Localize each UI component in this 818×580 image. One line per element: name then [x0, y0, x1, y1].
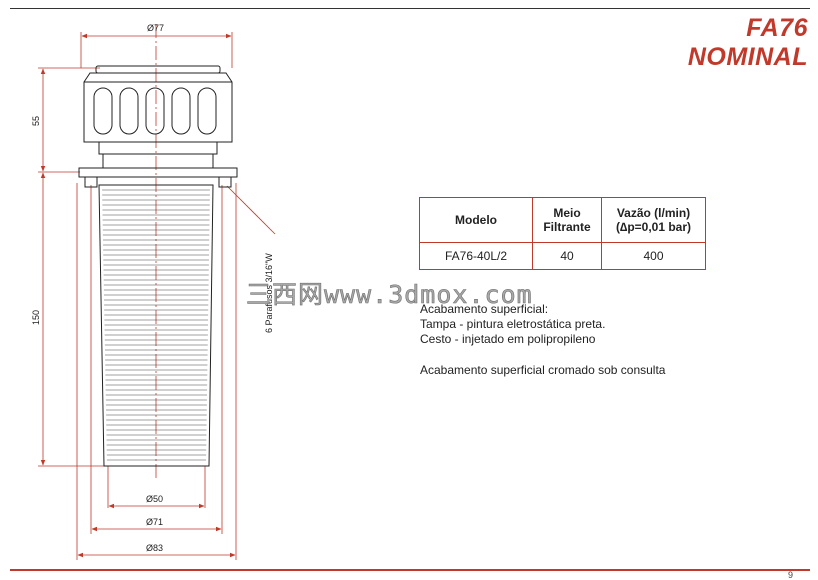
filter-outline: [78, 65, 238, 467]
dim-d77: Ø77: [147, 23, 164, 33]
product-subtitle: NOMINAL: [687, 43, 808, 71]
notes-title: Acabamento superficial:: [420, 302, 549, 316]
finish-notes: Acabamento superficial: Tampa - pintura …: [420, 302, 665, 378]
cell-media: 40: [532, 242, 603, 270]
cap-slot-2: [119, 87, 139, 135]
dim-d83: Ø83: [146, 543, 163, 553]
dimension-lines: [38, 24, 276, 560]
cap-grip-slots: [93, 87, 217, 135]
notes-line-1: Tampa - pintura eletrostática preta.: [420, 317, 606, 331]
header-flow: Vazão (l/min)(∆p=0,01 bar): [601, 197, 706, 243]
notes-line-2: Cesto - injetado em polipropileno: [420, 332, 596, 346]
header-model: Modelo: [418, 197, 534, 243]
dim-bolts: 6 Parafusos 3/16"W: [264, 253, 274, 333]
product-code: FA76: [746, 14, 808, 42]
title-block: FA76 NOMINAL: [688, 14, 808, 72]
dim-d71: Ø71: [146, 517, 163, 527]
dim-d50: Ø50: [146, 494, 163, 504]
notes-line-3: Acabamento superficial cromado sob consu…: [420, 363, 666, 377]
cell-flow: 400: [601, 242, 706, 270]
cap-slot-5: [197, 87, 217, 135]
basket-ribs: [102, 189, 210, 461]
table-row: FA76-40L/2 40 400: [418, 242, 706, 270]
cap-slot-4: [171, 87, 191, 135]
dim-h150: 150: [31, 310, 41, 325]
cap-slot-3: [145, 87, 165, 135]
cap-slot-1: [93, 87, 113, 135]
bottom-rule: [10, 569, 810, 571]
page-number: 9: [788, 570, 794, 580]
top-rule: [10, 8, 810, 9]
dim-h55: 55: [31, 116, 41, 126]
watermark: 三西网www.3dmox.com: [246, 280, 533, 310]
cell-model: FA76-40L/2: [418, 242, 534, 270]
